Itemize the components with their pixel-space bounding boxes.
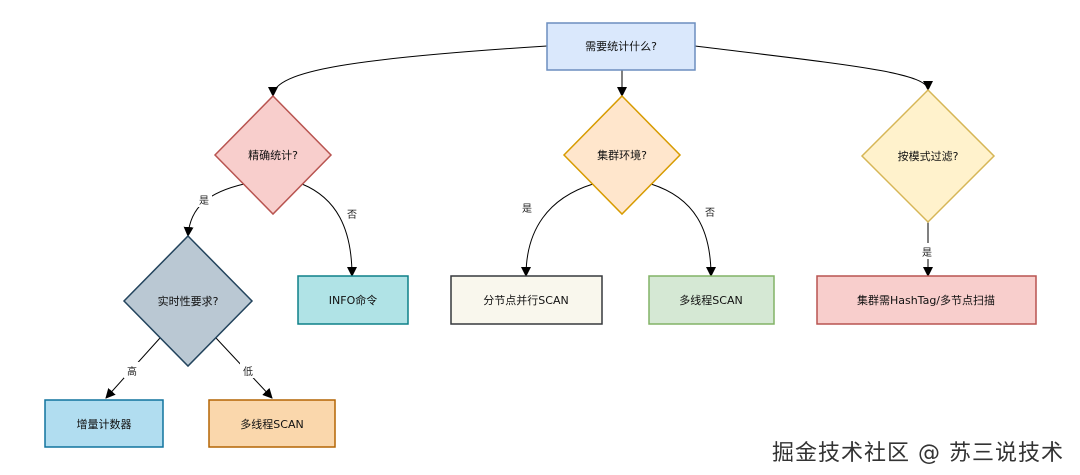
node-root-label: 需要统计什么? [585,40,657,53]
edge-root-to-exact [268,45,548,97]
node-parallel-scan-shape [450,275,603,325]
node-info-shape [297,275,409,325]
node-multithread-scan-right-shape [648,275,775,325]
node-counter-shape [44,399,164,448]
node-multithread-scan-left-label: 多线程SCAN [240,417,303,431]
node-counter-label: 增量计数器 [77,417,132,431]
node-counter: 增量计数器 [44,399,164,448]
node-cluster: 集群环境? [562,94,682,216]
node-realtime-label: 实时性要求? [158,294,219,308]
edge-exact-to-info [301,183,357,277]
node-hashtag-scan-shape [816,275,1037,325]
node-multithread-scan-left-shape [208,399,336,448]
node-pattern-shape [860,88,996,224]
edge-label-exact-yes: 是 [199,195,209,207]
edge-label-pattern-yes: 是 [922,247,932,259]
node-multithread-scan-right: 多线程SCAN [648,275,775,325]
node-hashtag-scan-label: 集群需HashTag/多节点扫描 [857,293,995,307]
node-info-label: INFO命令 [329,293,377,307]
node-pattern-label: 按模式过滤? [898,149,959,163]
node-hashtag-scan: 集群需HashTag/多节点扫描 [816,275,1037,325]
edges [105,45,933,399]
node-multithread-scan-left: 多线程SCAN [208,399,336,448]
edge-labels: 是 否 是 否 是 高 低 [124,191,935,378]
node-exact: 精确统计? [213,94,333,216]
node-info: INFO命令 [297,275,409,325]
edge-label-cluster-yes: 是 [522,203,532,215]
node-realtime: 实时性要求? [122,234,254,368]
node-exact-shape [213,94,333,216]
node-parallel-scan: 分节点并行SCAN [450,275,603,325]
watermark: 掘金技术社区 @ 苏三说技术 [772,441,1064,466]
nodes: 需要统计什么? 精确统计? 集群环境? 按模式过滤? 实时性要求? INFO命令 [44,22,1037,448]
edge-cluster-to-parallel [521,183,594,277]
node-root: 需要统计什么? [546,22,696,71]
node-root-shape [546,22,696,71]
edge-cluster-to-multithread-right [650,183,716,277]
edge-label-exact-no: 否 [347,209,357,221]
node-multithread-scan-right-label: 多线程SCAN [679,293,742,307]
edge-label-cluster-no: 否 [705,207,715,219]
node-parallel-scan-label: 分节点并行SCAN [483,293,568,307]
node-cluster-label: 集群环境? [597,148,647,162]
node-pattern: 按模式过滤? [860,88,996,224]
node-realtime-shape [122,234,254,368]
edge-label-realtime-low: 低 [243,365,253,378]
node-cluster-shape [562,94,682,216]
node-exact-label: 精确统计? [248,149,298,162]
edge-root-to-pattern [694,45,933,91]
edge-label-realtime-high: 高 [127,365,137,378]
